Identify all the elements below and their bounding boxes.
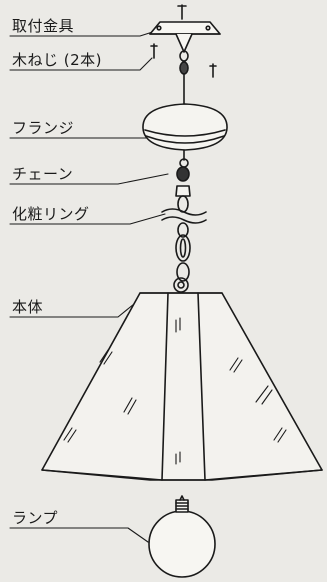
label-body: 本体 [12,298,44,316]
top-screw [177,4,187,20]
label-decor-ring: 化粧リング [12,205,90,223]
label-flange: フランジ [12,119,75,137]
chain-break-mark [161,208,207,224]
label-lamp: ランプ [12,509,59,527]
wood-screws [150,43,217,78]
chain-lower [173,222,191,293]
chain [175,158,191,213]
label-wood-screw: 木ねじ (2本) [12,51,103,69]
lamp-shade [41,292,323,481]
lamp-bulb [148,495,216,578]
glass-hatch-marks [63,317,287,465]
leader-lines [9,28,169,543]
label-mounting-bracket: 取付金具 [12,17,75,35]
mounting-bracket [149,21,221,105]
label-chain: チェーン [12,165,74,183]
flange [142,103,228,161]
